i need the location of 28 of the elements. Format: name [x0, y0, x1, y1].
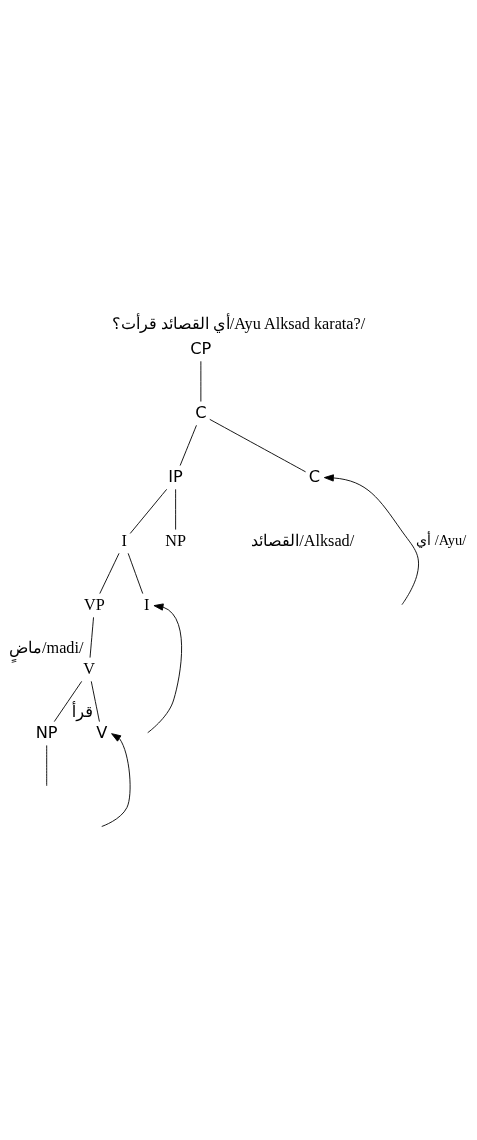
connector	[209, 418, 307, 473]
node-text: VP	[84, 595, 105, 614]
node-text: C	[308, 466, 321, 486]
node-text: I	[121, 531, 127, 550]
connector	[99, 552, 120, 595]
connector	[89, 616, 94, 659]
node-label: قرأ	[71, 701, 93, 721]
edge-label: أي /Ayu/	[416, 532, 467, 549]
node-text: NP	[165, 531, 186, 550]
arrow	[147, 603, 182, 734]
connector	[90, 680, 100, 723]
diagram-title: أي القصائد قرأت؟/Ayu Alksad karata?/	[111, 315, 366, 334]
node-text: NP	[35, 722, 58, 742]
connector	[179, 424, 197, 466]
node-text: IP	[168, 466, 183, 486]
node-text: V	[96, 722, 108, 742]
node-text: C	[195, 402, 207, 422]
arrow	[101, 733, 131, 827]
node-text: CP	[190, 338, 212, 358]
connector	[175, 488, 177, 531]
label: القصائد/Alksad/	[251, 531, 355, 550]
node-text: I	[144, 595, 150, 614]
connector	[129, 488, 168, 534]
arrow	[323, 474, 419, 606]
node-text: V	[83, 659, 95, 678]
connector	[53, 680, 83, 723]
connector	[46, 744, 48, 787]
connector	[127, 552, 144, 595]
